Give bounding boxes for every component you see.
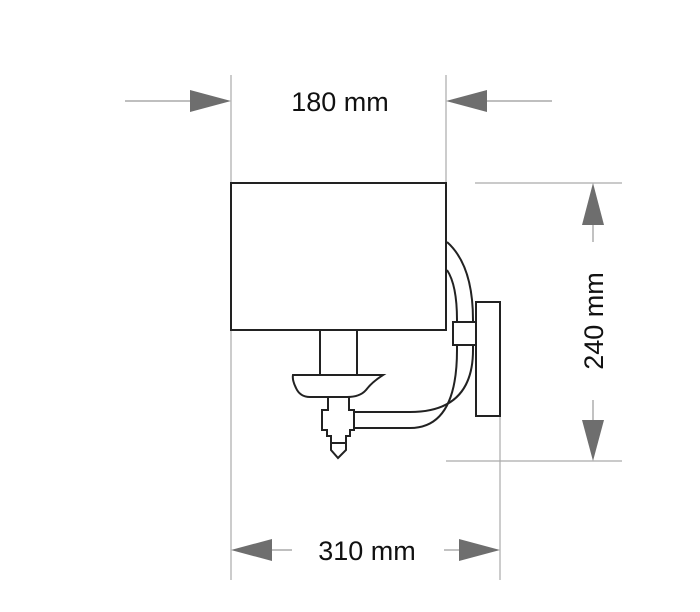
candle-sleeve	[319, 329, 358, 376]
lamp-outline	[230, 182, 501, 460]
finial-tip	[330, 442, 347, 460]
dimension-depth: 310 mm	[231, 536, 500, 566]
dimension-label-height: 240 mm	[579, 272, 609, 370]
dimension-label-depth: 310 mm	[318, 536, 416, 566]
wall-plate	[475, 301, 501, 417]
arrow-up-icon	[582, 183, 604, 225]
arrow-right-icon	[459, 539, 500, 561]
lamp-arm-inner	[353, 269, 458, 429]
arrow-left-icon	[446, 90, 487, 112]
arrow-down-icon	[582, 420, 604, 461]
lamp-shade	[230, 182, 447, 331]
arrow-left-icon	[231, 539, 272, 561]
dimension-width: 180 mm	[125, 87, 552, 117]
dimension-height: 240 mm	[579, 183, 609, 461]
drip-cup	[291, 374, 387, 398]
socket	[321, 396, 355, 444]
arrow-right-icon	[190, 90, 231, 112]
arm-collar	[452, 321, 477, 346]
lamp-arm-outer	[353, 241, 474, 413]
dimension-label-width: 180 mm	[291, 87, 389, 117]
